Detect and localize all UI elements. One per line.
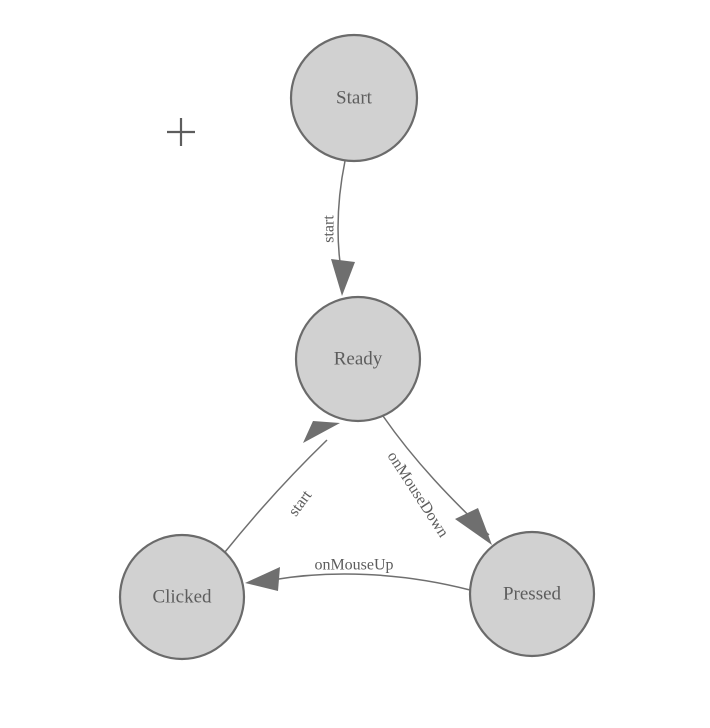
node-clicked[interactable]: Clicked <box>118 533 246 661</box>
node-ready-label: Ready <box>334 348 383 369</box>
edge-label-ready-to-pressed: onMouseDown <box>384 449 452 541</box>
edge-start-to-ready[interactable]: start <box>321 160 355 296</box>
plus-icon <box>167 118 195 146</box>
edge-pressed-to-clicked[interactable]: onMouseUp <box>245 557 471 591</box>
node-clicked-label: Clicked <box>152 586 212 607</box>
edge-clicked-to-ready[interactable]: start <box>224 421 340 553</box>
edge-label-clicked-to-ready: start <box>285 487 315 520</box>
edge-ready-to-pressed[interactable]: onMouseDown <box>382 415 492 545</box>
edge-label-start-to-ready: start <box>321 215 338 243</box>
node-pressed[interactable]: Pressed <box>468 530 596 658</box>
node-pressed-label: Pressed <box>503 583 562 604</box>
edge-label-pressed-to-clicked: onMouseUp <box>314 557 393 574</box>
node-start[interactable]: Start <box>289 33 419 163</box>
node-ready[interactable]: Ready <box>294 295 422 423</box>
node-start-label: Start <box>336 87 373 108</box>
